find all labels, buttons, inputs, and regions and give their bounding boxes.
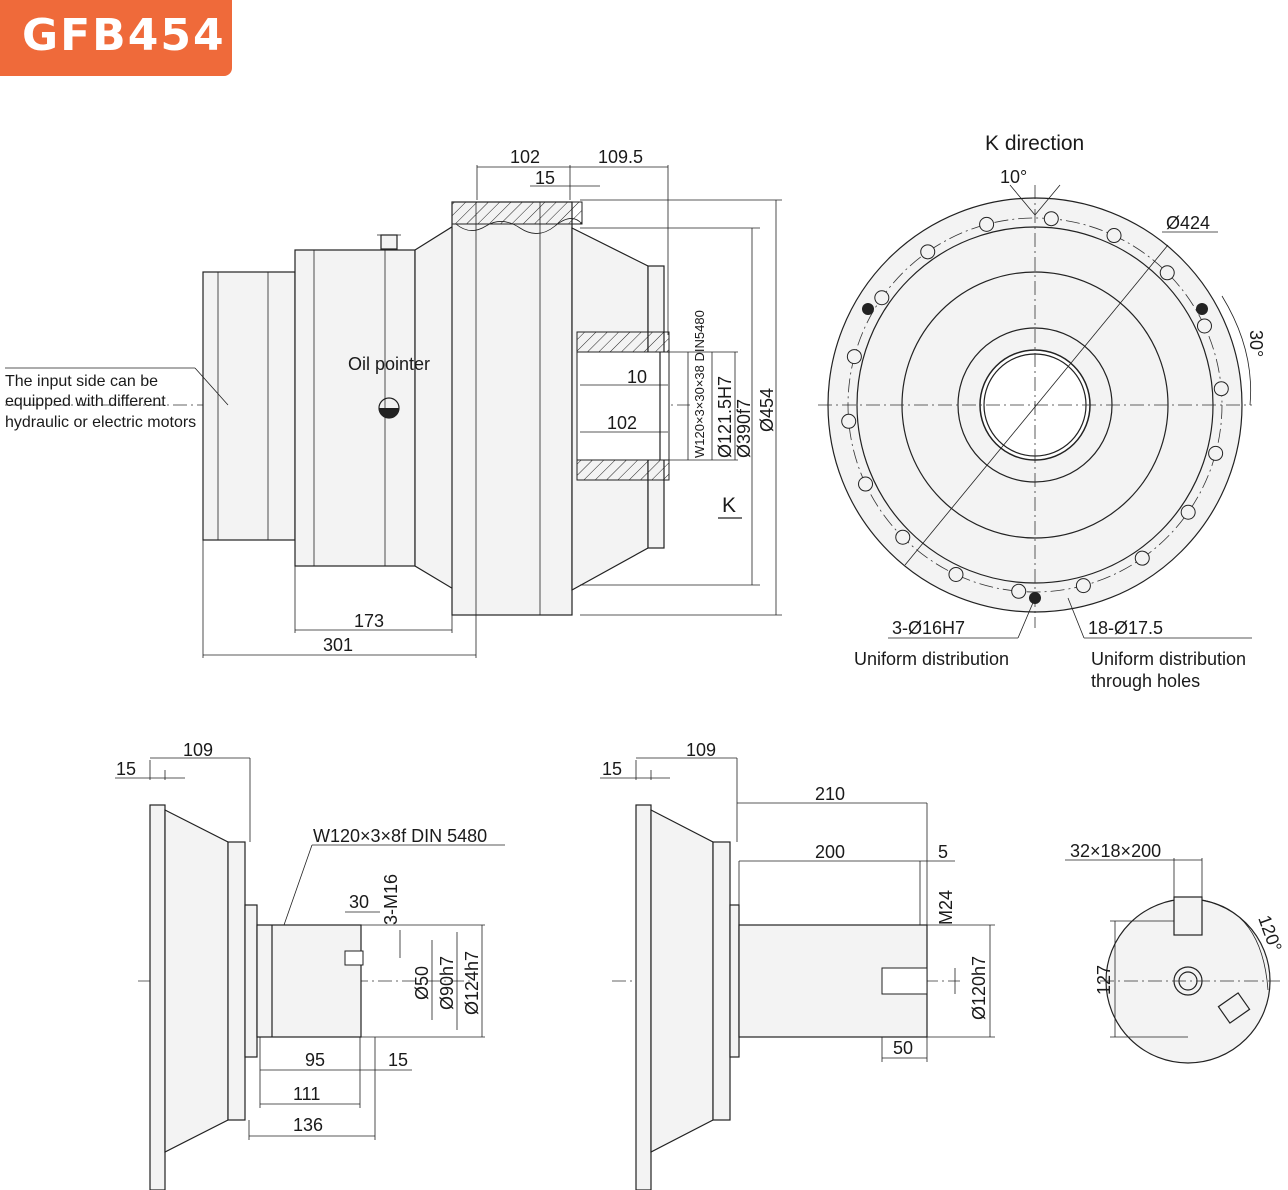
- dim-173: 173: [354, 611, 384, 631]
- shaft-a-view: 15 109 W120×3×8f DIN 5480 30 3-M16 Ø50 Ø…: [115, 740, 505, 1190]
- shaft-a-dim-50: Ø50: [412, 966, 432, 1000]
- oil-pointer-label: Oil pointer: [348, 354, 430, 374]
- bolt-holes-note-1: Uniform distribution: [1091, 649, 1246, 669]
- bolt-hole: [895, 529, 911, 545]
- bolt-hole: [1106, 228, 1122, 244]
- shaft-a-dim-90: Ø90h7: [437, 956, 457, 1010]
- dim-10: 10: [627, 367, 647, 387]
- pin-holes-label: 3-Ø16H7: [892, 618, 965, 638]
- bolt-hole: [948, 566, 964, 582]
- k-direction-view: K direction 10° Ø424 30° 3-Ø16H7 Uniform…: [818, 132, 1266, 691]
- flange: [451, 201, 573, 616]
- model-title: GFB454: [22, 10, 226, 61]
- bolt-hole: [1180, 504, 1196, 520]
- shaft-a-tap: 3-M16: [381, 874, 401, 925]
- key-dim-127: 127: [1094, 965, 1114, 995]
- bolt-hole: [841, 413, 857, 429]
- dim-15-top: 15: [535, 168, 555, 188]
- shaft-b-dim-5: 5: [938, 842, 948, 862]
- shaft-a-dim-109: 109: [183, 740, 213, 760]
- shaft-b-view: 15 109 210 200 5 M24 Ø120h7 50: [600, 740, 995, 1190]
- k-marker: K: [722, 494, 736, 517]
- model-badge: GFB454: [0, 0, 232, 76]
- angle-10: 10°: [1000, 167, 1027, 187]
- shaft-a-dim-30: 30: [349, 892, 369, 912]
- shaft-a-dim-136: 136: [293, 1115, 323, 1135]
- bolt-holes-note-2: through holes: [1091, 671, 1200, 691]
- bolt-hole: [920, 244, 936, 260]
- k-view-title: K direction: [985, 132, 1084, 155]
- bolt-hole: [846, 349, 862, 365]
- dim-bore: Ø121.5H7: [715, 376, 735, 458]
- dim-outer: Ø454: [757, 388, 777, 432]
- input-note-line-3: hydraulic or electric motors: [5, 414, 196, 431]
- shaft-a-dim-124: Ø124h7: [462, 951, 482, 1015]
- bolt-hole: [1011, 583, 1027, 599]
- bolt-hole: [1134, 550, 1150, 566]
- bolt-hole: [1043, 211, 1059, 227]
- side-view: 102 109.5 15 W120×3×30×38 DIN5480 Ø121.5…: [5, 147, 782, 658]
- bolt-hole: [979, 216, 995, 232]
- bolt-hole: [1075, 578, 1091, 594]
- bolt-hole: [874, 290, 890, 306]
- bolt-holes-label: 18-Ø17.5: [1088, 618, 1163, 638]
- bolt-holes: [841, 211, 1229, 599]
- shaft-b-tap: M24: [936, 890, 956, 925]
- shaft-b-dim-15: 15: [602, 759, 622, 779]
- shaft-b-dim-109: 109: [686, 740, 716, 760]
- shaft-b-dim-120: Ø120h7: [969, 956, 989, 1020]
- bolt-hole: [1159, 265, 1175, 281]
- shaft-a-spline: W120×3×8f DIN 5480: [313, 826, 487, 846]
- shaft-b-dim-50: 50: [893, 1038, 913, 1058]
- key-view: 127 32×18×200 120°: [1065, 841, 1286, 1064]
- angle-30: 30°: [1246, 330, 1266, 357]
- pin-holes-note: Uniform distribution: [854, 649, 1009, 669]
- input-note-line-1: The input side can be: [5, 373, 158, 390]
- dim-102-top: 102: [510, 147, 540, 167]
- bolt-hole: [1213, 381, 1229, 397]
- shaft-b-dim-200: 200: [815, 842, 845, 862]
- dim-pilot: Ø390f7: [734, 399, 754, 458]
- pcd-label: Ø424: [1166, 213, 1210, 233]
- bolt-hole: [1208, 445, 1224, 461]
- dim-102-inner: 102: [607, 413, 637, 433]
- shaft-a-dim-111: 111: [293, 1084, 320, 1104]
- input-adapter: [202, 271, 296, 541]
- shaft-b-dim-210: 210: [815, 784, 845, 804]
- dim-spline: W120×3×30×38 DIN5480: [692, 310, 707, 458]
- bolt-hole: [858, 476, 874, 492]
- bolt-hole: [1196, 318, 1212, 334]
- shaft-a-dim-95: 95: [305, 1050, 325, 1070]
- dim-109-5: 109.5: [598, 147, 643, 167]
- shaft-a-dim-15b: 15: [388, 1050, 408, 1070]
- dim-301: 301: [323, 635, 353, 655]
- key-dim: 32×18×200: [1070, 841, 1161, 861]
- input-note-line-2: equipped with different: [5, 393, 166, 410]
- shaft-a-dim-15: 15: [116, 759, 136, 779]
